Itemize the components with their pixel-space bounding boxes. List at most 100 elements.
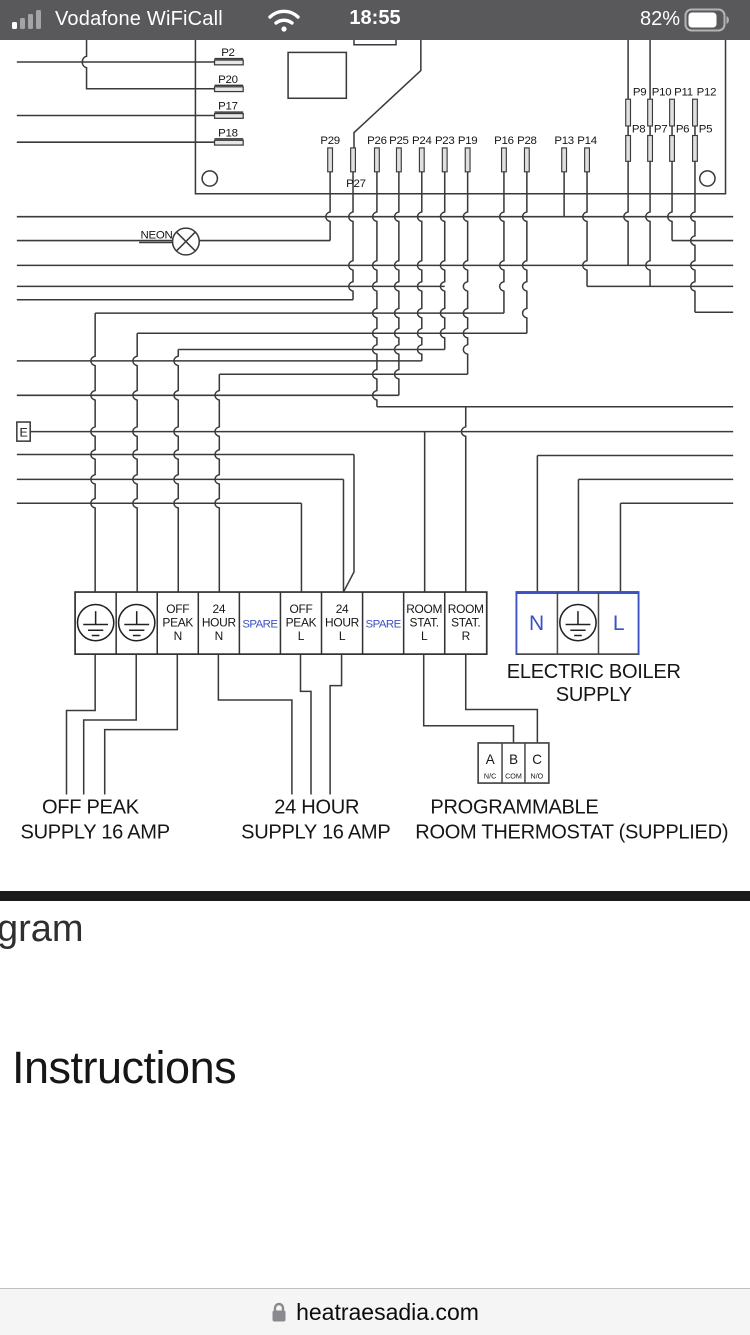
boiler-l-label: L: [613, 612, 624, 635]
pin: [327, 147, 334, 173]
wire: [217, 654, 293, 795]
terminal-cell-label: ROOM: [406, 602, 442, 616]
pin: [691, 134, 698, 162]
terminal-pad: [213, 112, 244, 119]
terminal-cell-label: N: [215, 629, 223, 643]
wire: [103, 654, 179, 795]
wire: [393, 171, 400, 396]
terminal-cell-label: N: [174, 629, 182, 643]
browser-url-bar[interactable]: heatraesadia.com: [0, 1288, 750, 1335]
pin: [669, 134, 675, 162]
pin-label: P12: [697, 86, 717, 98]
thermostat-terminal-sub: N/O: [531, 772, 544, 780]
pin-label: P11: [674, 86, 693, 98]
off-peak-caption: OFF PEAK: [42, 797, 140, 819]
terminal-cell-label: 24: [336, 602, 349, 616]
wire: [81, 40, 215, 90]
pin-label: P23: [435, 135, 455, 147]
neon-lamp: [175, 231, 196, 252]
boiler-supply-block: [515, 592, 640, 655]
carrier-label: Vodafone WiFiCall: [55, 8, 223, 30]
pin-label: P24: [412, 135, 432, 147]
terminal-cell-label: L: [421, 629, 428, 643]
wire: [422, 654, 515, 743]
partial-heading: gram: [0, 908, 84, 950]
wire: [462, 171, 469, 375]
lock-icon: [272, 1302, 286, 1322]
pin: [669, 98, 675, 127]
wire: [299, 654, 312, 795]
pin-label: P25: [389, 135, 409, 147]
battery-percent: 82%: [639, 8, 680, 30]
pin-label: P28: [517, 135, 537, 147]
wire: [214, 374, 221, 593]
terminal-cell-label: STAT.: [410, 615, 439, 629]
terminal-cell-label: L: [339, 629, 346, 643]
thermostat-caption: PROGRAMMABLE: [430, 797, 598, 819]
pin: [647, 98, 654, 127]
wire: [329, 654, 343, 795]
wire: [353, 40, 422, 148]
pin: [441, 147, 448, 173]
url-text: heatraesadia.com: [296, 1298, 479, 1325]
thermostat-caption: ROOM THERMOSTAT (SUPPLIED): [415, 821, 728, 843]
pin: [418, 147, 425, 173]
wire: [173, 349, 180, 593]
pin-label: P20: [218, 74, 238, 86]
section-divider: [0, 891, 750, 901]
pin-label: P18: [218, 127, 238, 139]
terminal-pad: [213, 139, 244, 146]
pin: [373, 147, 380, 173]
pin: [523, 147, 530, 173]
thermostat-terminal-letter: C: [532, 752, 542, 767]
earth-terminal-label: E: [20, 425, 28, 439]
pin: [691, 98, 698, 127]
wire: [460, 406, 467, 593]
pin-label: P16: [494, 135, 514, 147]
wire: [689, 99, 696, 313]
terminal-cell-label: ROOM: [448, 602, 484, 616]
wire: [521, 171, 528, 334]
pcb-component: [287, 51, 348, 100]
pin: [561, 147, 568, 173]
pin-label: P2: [221, 47, 234, 59]
off-peak-caption: SUPPLY 16 AMP: [20, 821, 169, 843]
boiler-caption: SUPPLY: [556, 684, 632, 706]
wire: [347, 171, 354, 300]
pcb-outline: [194, 40, 727, 195]
pin: [625, 98, 632, 127]
wifi-icon: [268, 9, 300, 32]
neon-label: NEON: [141, 230, 173, 242]
pin: [395, 147, 402, 173]
wire: [666, 99, 673, 241]
pin: [464, 147, 471, 173]
thermostat-divider: [501, 742, 526, 784]
terminal-cell-label: SPARE: [366, 618, 402, 630]
pin: [647, 134, 654, 162]
terminal-pad: [213, 86, 244, 93]
pin-label: P7: [654, 124, 667, 136]
pin-label: P9: [633, 86, 646, 98]
pin-label: P6: [676, 124, 689, 136]
terminal-cell-label: OFF: [289, 602, 312, 616]
pin-label: P14: [577, 135, 597, 147]
terminal-cell-label: OFF: [166, 602, 189, 616]
terminal-cell-label: L: [298, 629, 305, 643]
wire: [498, 171, 505, 314]
wire: [371, 171, 378, 407]
pin-label: P5: [699, 124, 712, 136]
earth-terminal-box: [16, 421, 31, 442]
thermostat-terminal-sub: COM: [505, 772, 522, 780]
wire: [342, 454, 355, 593]
wire: [416, 171, 423, 361]
signal-strength-icon: [12, 10, 41, 29]
wire: [132, 333, 138, 593]
wire: [82, 654, 137, 795]
wire: [439, 171, 446, 350]
thermostat-block: [477, 742, 550, 784]
terminal-cell-label: HOUR: [202, 615, 237, 629]
wire: [623, 40, 629, 266]
clock: 18:55: [349, 7, 401, 29]
